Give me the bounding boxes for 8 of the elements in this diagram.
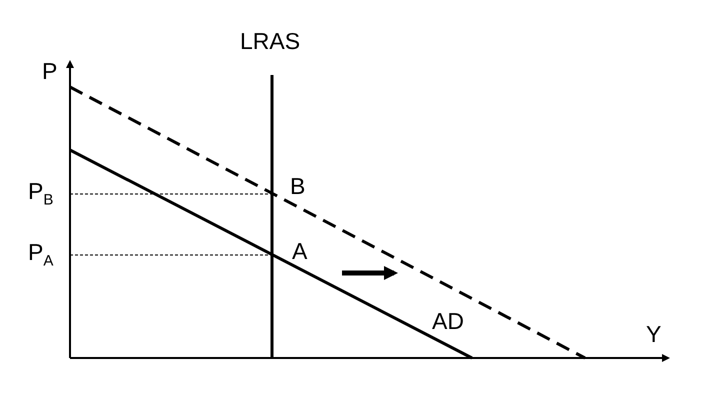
curve-label: AD — [432, 310, 464, 333]
axis-label: Y — [646, 323, 662, 346]
price-label: P$_{A}$ — [28, 241, 54, 269]
point-label: A — [292, 240, 308, 263]
axis-label: P — [42, 60, 58, 83]
curve-label: LRAS — [240, 30, 300, 53]
price-label: P$_{B}$ — [28, 180, 54, 208]
point-label: B — [290, 175, 306, 198]
